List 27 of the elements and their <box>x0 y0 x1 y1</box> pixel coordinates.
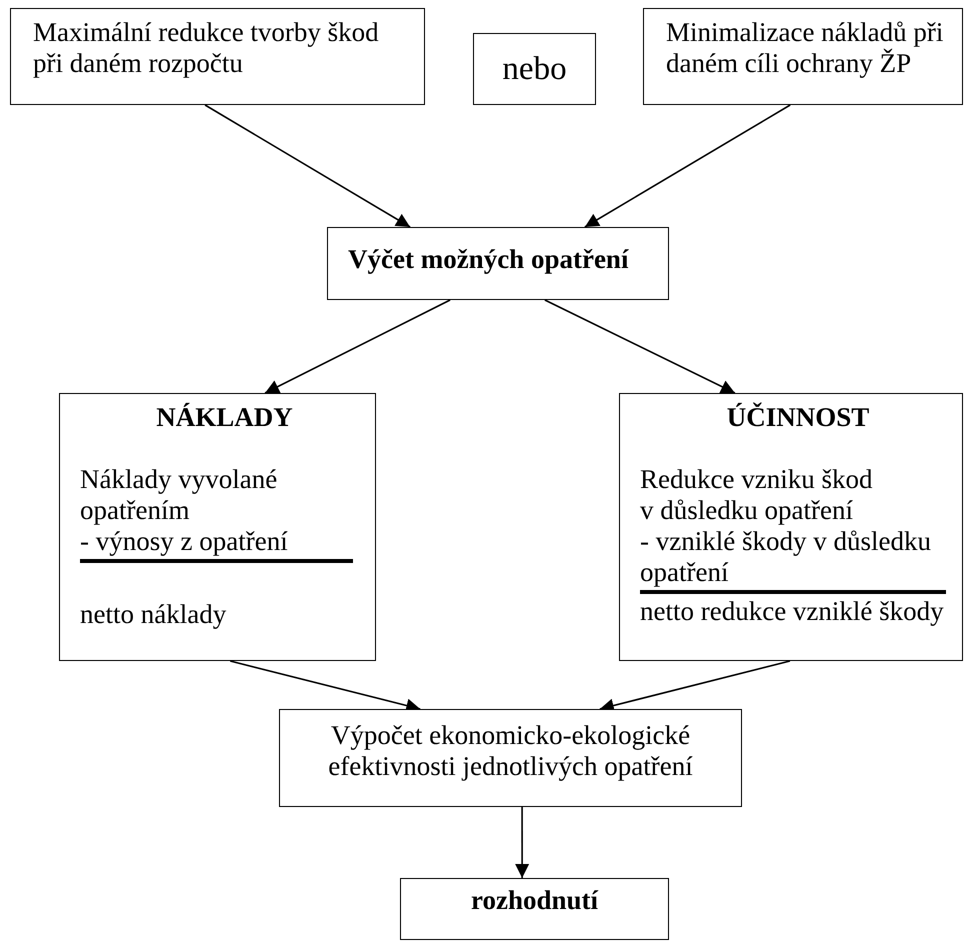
arrow <box>264 299 450 394</box>
box-text: Minimalizace nákladů při daném cíli ochrany ŽP <box>666 17 944 79</box>
cost-box <box>59 393 376 661</box>
box-text: Výčet možných opatření <box>348 244 630 275</box>
goal-box <box>10 8 425 105</box>
box-heading: NÁKLADY <box>155 402 294 433</box>
or-box <box>473 33 596 105</box>
box-text: rozhodnutí <box>470 885 600 916</box>
arrow <box>204 104 411 228</box>
goal-box <box>643 8 963 105</box>
box-text: Výpočet ekonomicko-ekologické efektivnosti jednotlivých opatření <box>327 720 694 782</box>
box-text: Náklady vyvolané opatřením <box>80 464 278 526</box>
decision-box <box>400 878 669 940</box>
box-heading: ÚČINNOST <box>726 402 870 433</box>
box-text: - výnosy z opatření <box>80 526 289 557</box>
arrow <box>515 807 530 878</box>
process-box <box>279 709 742 807</box>
box-text: nebo <box>502 54 567 84</box>
arrow <box>544 299 736 394</box>
box-text: Redukce vzniku škod v důsledku opatření <box>640 464 874 526</box>
box-text: netto náklady <box>80 599 228 630</box>
effect-box <box>619 393 963 661</box>
box-text: Maximální redukce tvorby škod při daném rozpočtu <box>33 17 380 79</box>
arrow <box>584 104 791 228</box>
box-text: - vzniklé škody v důsledku opatření <box>640 526 932 588</box>
process-box <box>327 227 669 300</box>
box-text: netto redukce vzniklé škody <box>640 596 945 627</box>
